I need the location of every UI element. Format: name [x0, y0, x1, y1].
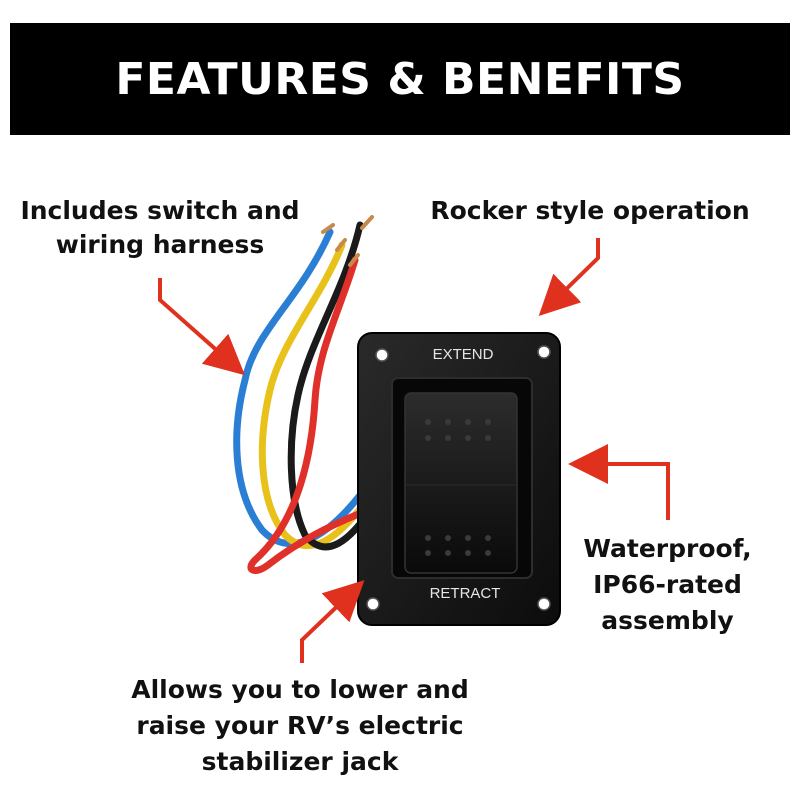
features-banner: FEATURES & BENEFITS: [10, 23, 790, 135]
rocker-dots-bottom: [425, 535, 491, 556]
wire-blue: [233, 228, 379, 548]
wire-black: [287, 221, 384, 551]
callout-line: stabilizer jack: [201, 747, 399, 776]
callout-line: wiring harness: [55, 230, 265, 259]
mount-hole: [375, 348, 389, 362]
callout-rocker-operation: Rocker style operation: [420, 194, 760, 228]
callout-line: IP66-rated: [593, 570, 742, 599]
wire-red: [247, 256, 386, 574]
rocker-switch[interactable]: [404, 392, 518, 574]
callout-stabilizer-jack: Allows you to lower and raise your RV’s …: [110, 672, 490, 780]
callout-line: Includes switch and: [20, 196, 300, 225]
wiring-harness: [233, 215, 386, 574]
mount-hole: [537, 345, 551, 359]
arrow-waterproof: [568, 444, 670, 520]
callout-line: Rocker style operation: [430, 196, 750, 225]
callout-waterproof: Waterproof, IP66-rated assembly: [560, 531, 775, 639]
wire-tip: [348, 253, 360, 267]
mount-hole: [366, 597, 380, 611]
callout-line: raise your RV’s electric: [136, 711, 464, 740]
retract-label: RETRACT: [430, 585, 501, 602]
callout-line: assembly: [601, 606, 734, 635]
callout-wiring-harness: Includes switch and wiring harness: [10, 194, 310, 262]
arrow-stabilizer: [300, 580, 365, 663]
mount-hole: [537, 597, 551, 611]
wire-yellow: [258, 241, 382, 549]
banner-title: FEATURES & BENEFITS: [115, 53, 685, 105]
switch-plate: EXTEND RETRACT: [357, 332, 561, 626]
callout-line: Waterproof,: [583, 534, 752, 563]
arrow-rocker: [538, 238, 600, 316]
arrow-harness: [158, 278, 245, 376]
wire-tip: [321, 223, 335, 234]
rocker-dots-top: [425, 419, 491, 441]
callout-line: Allows you to lower and: [131, 675, 469, 704]
callout-arrows: [158, 238, 670, 663]
wire-tip: [360, 215, 374, 230]
extend-label: EXTEND: [433, 346, 494, 363]
wire-tip: [335, 238, 347, 252]
